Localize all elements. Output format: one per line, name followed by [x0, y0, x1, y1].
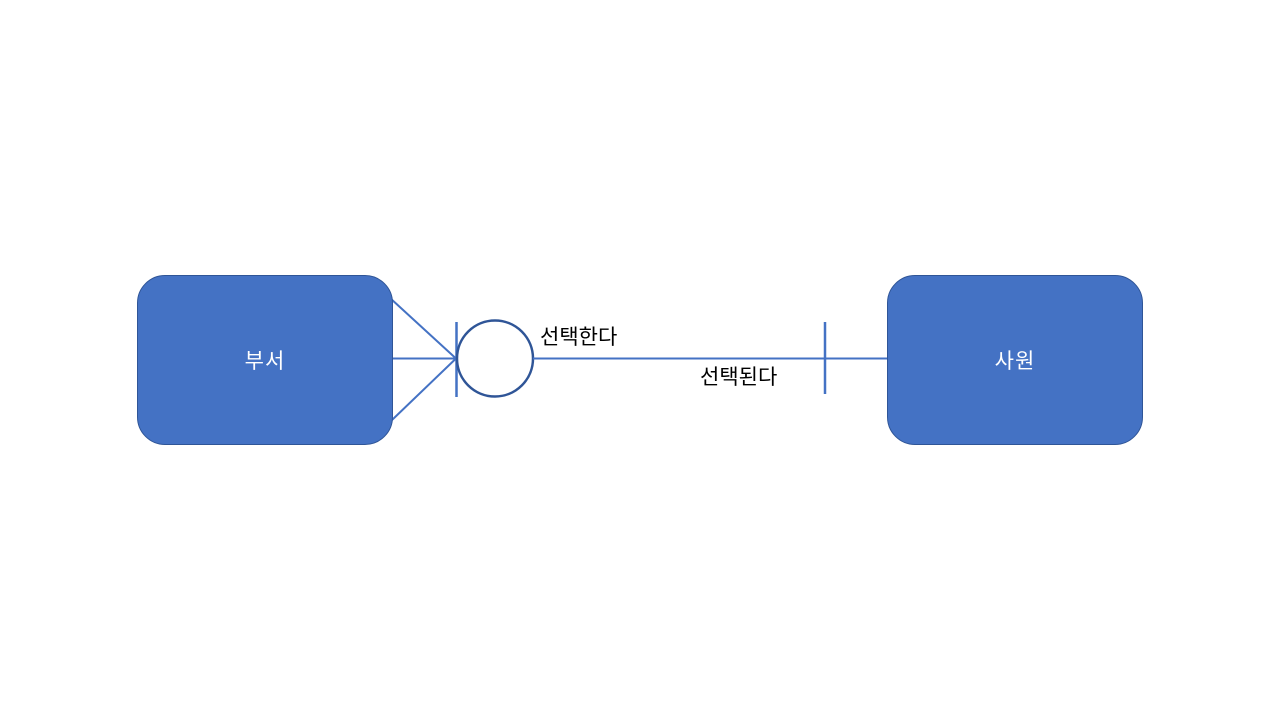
entity-employee: 사원 — [887, 275, 1143, 445]
crows-foot-bottom-line — [391, 357, 457, 421]
entity-department-label: 부서 — [244, 350, 286, 373]
entity-department: 부서 — [137, 275, 393, 445]
relationship-label-reverse: 선택된다 — [700, 366, 778, 389]
crows-foot-top-line — [389, 297, 457, 360]
entity-employee-label: 사원 — [994, 350, 1036, 373]
relationship-label-forward: 선택한다 — [540, 326, 618, 349]
optionality-circle — [455, 319, 535, 398]
